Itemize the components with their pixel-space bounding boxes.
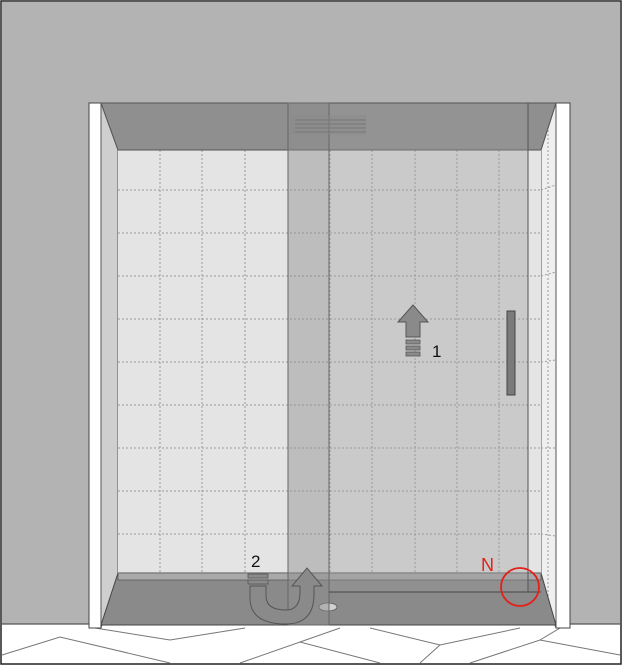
- left-side-panel: [89, 103, 101, 628]
- left-return-wall: [101, 103, 118, 628]
- door-handle: [507, 311, 515, 395]
- step-1-label: 1: [432, 342, 441, 361]
- floor-tiles: [2, 624, 620, 663]
- step-2-label: 2: [251, 552, 260, 571]
- right-side-panel: [556, 103, 570, 628]
- sliding-glass-door: [329, 103, 528, 592]
- callout-n-label: N: [481, 555, 494, 575]
- right-return-wall: [541, 103, 556, 628]
- fixed-glass-panel: [288, 103, 329, 625]
